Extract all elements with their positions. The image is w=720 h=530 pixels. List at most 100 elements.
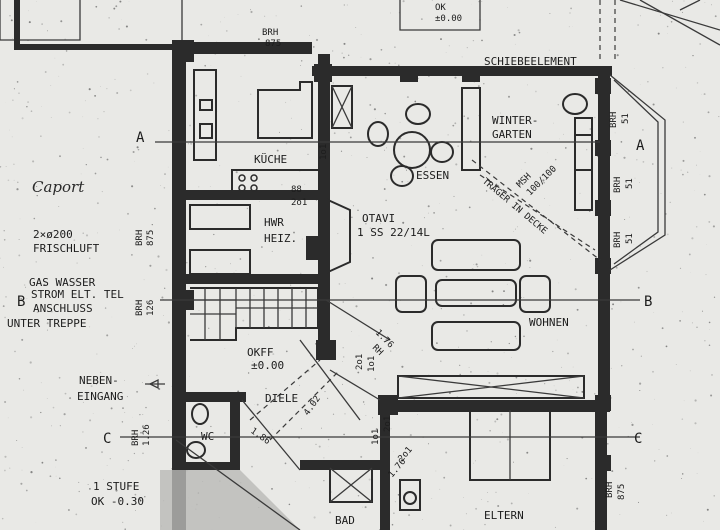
wall-hwr-bottom [186,274,326,284]
speckle [58,205,60,208]
speckle [75,513,78,516]
speckle [485,190,488,192]
speckle [440,308,442,310]
speckle [709,329,710,330]
speckle [386,179,388,181]
speckle [258,38,260,41]
speckle [97,118,99,120]
speckle [357,209,359,211]
dim-201c: 2o1 [383,416,393,432]
speckle [360,56,362,58]
speckle [164,287,166,289]
speckle [360,33,362,35]
speckle [555,389,557,392]
speckle [243,54,246,57]
post-6 [595,200,611,216]
label-brh-left1: BRH [135,230,145,246]
speckle [103,479,104,480]
speckle [158,387,161,391]
speckle [401,180,404,183]
speckle [233,272,235,274]
speckle [452,124,455,127]
speckle [708,220,711,223]
speckle [240,75,242,77]
label-neben-1: NEBEN- [79,374,119,387]
speckle [41,23,43,25]
speckle [142,414,144,415]
speckle [126,396,128,398]
speckle [365,415,367,417]
top-ok-box [399,0,481,31]
speckle [455,163,458,166]
speckle [100,371,102,373]
section-a-right: A [636,138,645,154]
bed-bath-fixtures [329,409,551,511]
speckle [4,469,6,472]
speckle [710,394,713,397]
speckle [637,501,640,503]
speckle [388,300,390,302]
speckle [106,88,108,90]
speckle [629,216,630,218]
dim-101a: 1o1 [319,144,329,160]
room-wintergarten-1: WINTER- [492,114,538,127]
speckle [219,165,221,167]
speckle [224,432,226,434]
speckle [713,495,715,497]
speckle [447,134,449,136]
speckle [300,128,303,131]
speckle [712,225,715,228]
speckle [307,153,309,156]
speckle [431,0,433,1]
speckle [149,264,152,267]
speckle [88,326,91,328]
speckle [561,366,563,368]
speckle [320,427,323,429]
speckle [242,319,245,322]
kitchen-counter-west [193,69,217,161]
section-lines [120,141,640,438]
speckle [129,89,132,92]
dim-101b: 1o1 [367,356,377,372]
speckle [7,179,10,182]
speckle [703,520,704,522]
speckle [661,327,664,330]
speckle [121,421,124,423]
speckle [261,246,263,248]
speckle [116,92,119,94]
speckle [670,21,673,23]
speckle [205,266,207,268]
speckle [577,218,579,219]
speckle [50,117,52,118]
speckle [711,374,713,376]
speckle [704,340,706,342]
speckle [141,382,143,383]
speckle [473,462,474,464]
speckle [78,481,80,483]
speckle [106,158,109,161]
speckle [694,422,697,425]
speckle [139,413,141,416]
speckle [298,384,301,386]
speckle [666,233,669,236]
speckle [631,423,634,426]
speckle [606,442,609,445]
speckle [360,234,363,237]
speckle [512,461,515,463]
speckle [398,64,400,67]
dining-table [393,131,431,169]
speckle [696,473,698,474]
speckle [313,46,315,48]
speckle [675,87,677,89]
speckle [484,155,487,158]
speckle [18,92,20,94]
speckle [351,155,353,156]
speckle [85,164,87,166]
speckle [708,344,711,347]
speckle [343,42,346,45]
speckle [275,15,277,17]
speckle [148,231,150,232]
speckle [239,258,242,260]
speckle [62,63,65,66]
